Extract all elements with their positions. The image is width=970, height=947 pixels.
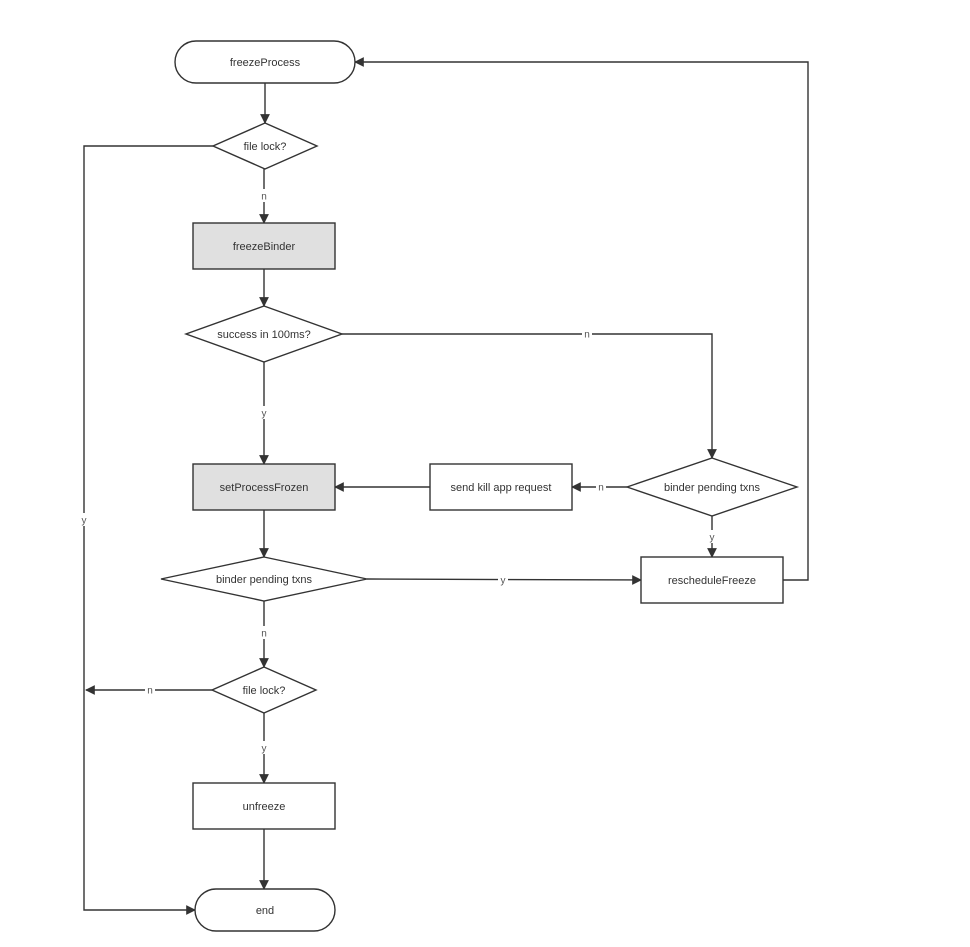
edge-success-to-binderPending1 <box>342 333 717 459</box>
decision-diamond <box>211 122 319 170</box>
node-start: freezeProcess <box>174 40 356 84</box>
edge-label-filelock2-to-end: n <box>147 686 153 697</box>
edge-label-filelock1-to-end: y <box>82 516 87 527</box>
process-box <box>192 782 336 830</box>
edge-label-bg <box>259 406 269 419</box>
node-label-setFrozen: setProcessFrozen <box>220 482 309 494</box>
terminator-shape <box>194 888 336 932</box>
node-binderPending2: binder pending txns <box>160 556 368 602</box>
node-label-filelock1: file lock? <box>244 141 287 153</box>
node-label-start: freezeProcess <box>230 57 301 69</box>
edge-label-filelock2-to-unfreeze: y <box>262 744 267 755</box>
node-freezeBinder: freezeBinder <box>192 222 336 270</box>
node-label-binderPending2: binder pending txns <box>216 574 313 586</box>
edge-label-bg <box>596 480 606 493</box>
decision-diamond <box>160 556 368 602</box>
edge-filelock1-to-end <box>83 145 213 915</box>
edge-label-binderPending1-to-reschedule: y <box>710 533 715 544</box>
decision-diamond <box>624 457 800 517</box>
edge-label-bg <box>259 626 269 639</box>
process-box <box>192 222 336 270</box>
node-filelock1: file lock? <box>211 122 319 170</box>
edge-label-bg <box>79 513 89 526</box>
node-unfreeze: unfreeze <box>192 782 336 830</box>
node-killApp: send kill app request <box>429 463 573 511</box>
process-box <box>429 463 573 511</box>
node-setFrozen: setProcessFrozen <box>192 463 336 511</box>
node-filelock2: file lock? <box>210 666 318 714</box>
edge-labels-layer: n y y n n y y n y n <box>79 189 717 755</box>
node-label-filelock2: file lock? <box>243 685 286 697</box>
edge-label-bg <box>259 741 269 754</box>
process-box <box>640 556 784 604</box>
nodes-layer: freezeProcess file lock? freezeBinder succe… <box>160 40 800 932</box>
node-label-end: end <box>256 905 274 917</box>
node-end: end <box>194 888 336 932</box>
node-label-killApp: send kill app request <box>451 482 552 494</box>
node-reschedule: rescheduleFreeze <box>640 556 784 604</box>
edge-label-bg <box>498 573 508 586</box>
edge-label-bg <box>707 530 717 543</box>
node-label-success: success in 100ms? <box>217 329 311 341</box>
edge-label-success-to-binderPending1: n <box>584 330 590 341</box>
node-success: success in 100ms? <box>183 305 345 363</box>
terminator-shape <box>174 40 356 84</box>
edge-label-binderPending2-to-reschedule: y <box>501 576 506 587</box>
node-label-reschedule: rescheduleFreeze <box>668 575 756 587</box>
node-label-unfreeze: unfreeze <box>243 801 286 813</box>
node-label-freezeBinder: freezeBinder <box>233 241 296 253</box>
edge-label-binderPending1-to-killApp: n <box>598 483 604 494</box>
node-binderPending1: binder pending txns <box>624 457 800 517</box>
edge-label-bg <box>145 683 155 696</box>
node-label-binderPending1: binder pending txns <box>664 482 761 494</box>
decision-diamond <box>183 305 345 363</box>
edge-label-filelock1-to-freezeBinder: n <box>261 192 267 203</box>
edge-label-success-to-setFrozen: y <box>262 409 267 420</box>
edge-label-bg <box>259 189 269 202</box>
edge-reschedule-to-start <box>354 57 809 581</box>
edge-label-binderPending2-to-filelock2: n <box>261 629 267 640</box>
edge-label-bg <box>582 327 592 340</box>
process-box <box>192 463 336 511</box>
decision-diamond <box>210 666 318 714</box>
